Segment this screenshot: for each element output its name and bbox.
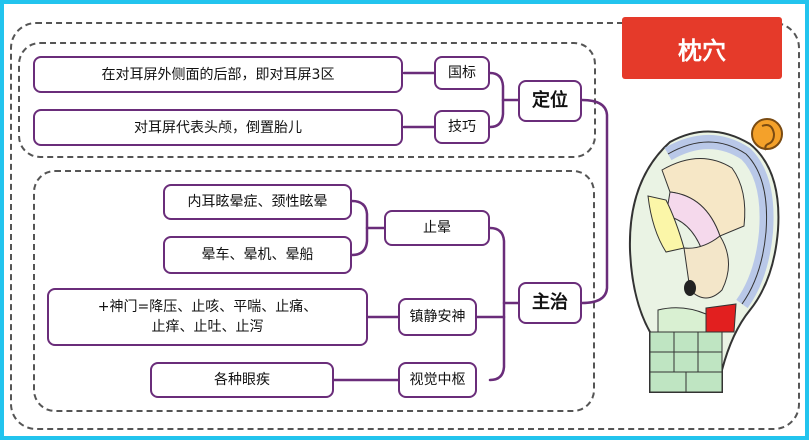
location-tip-category: 技巧 [434,110,490,144]
location-group-box [18,42,596,158]
location-branch: 定位 [518,80,582,122]
indication-branch: 主治 [518,282,582,324]
sedation-category: 镇静安神 [398,298,477,336]
visual-center-category: 视觉中枢 [398,362,477,398]
location-tip-text: 对耳屏代表头颅，倒置胎儿 [33,109,403,146]
ear-logo-icon [751,118,783,151]
outer-dashed-border [10,22,800,430]
dizziness-text-1: 内耳眩晕症、颈性眩晕 [163,184,352,220]
indication-group-box [33,170,595,412]
location-standard-text: 在对耳屏外侧面的后部，即对耳屏3区 [33,56,403,93]
acupoint-title: 枕穴 [622,17,782,79]
dizziness-text-2: 晕车、晕机、晕船 [163,236,352,274]
sedation-text: +神门=降压、止咳、平喘、止痛、 止痒、止吐、止泻 [47,288,368,346]
location-standard-category: 国标 [434,56,490,90]
dizziness-category: 止晕 [384,210,490,246]
eye-disease-text: 各种眼疾 [150,362,334,398]
ear-diagram [628,118,783,393]
